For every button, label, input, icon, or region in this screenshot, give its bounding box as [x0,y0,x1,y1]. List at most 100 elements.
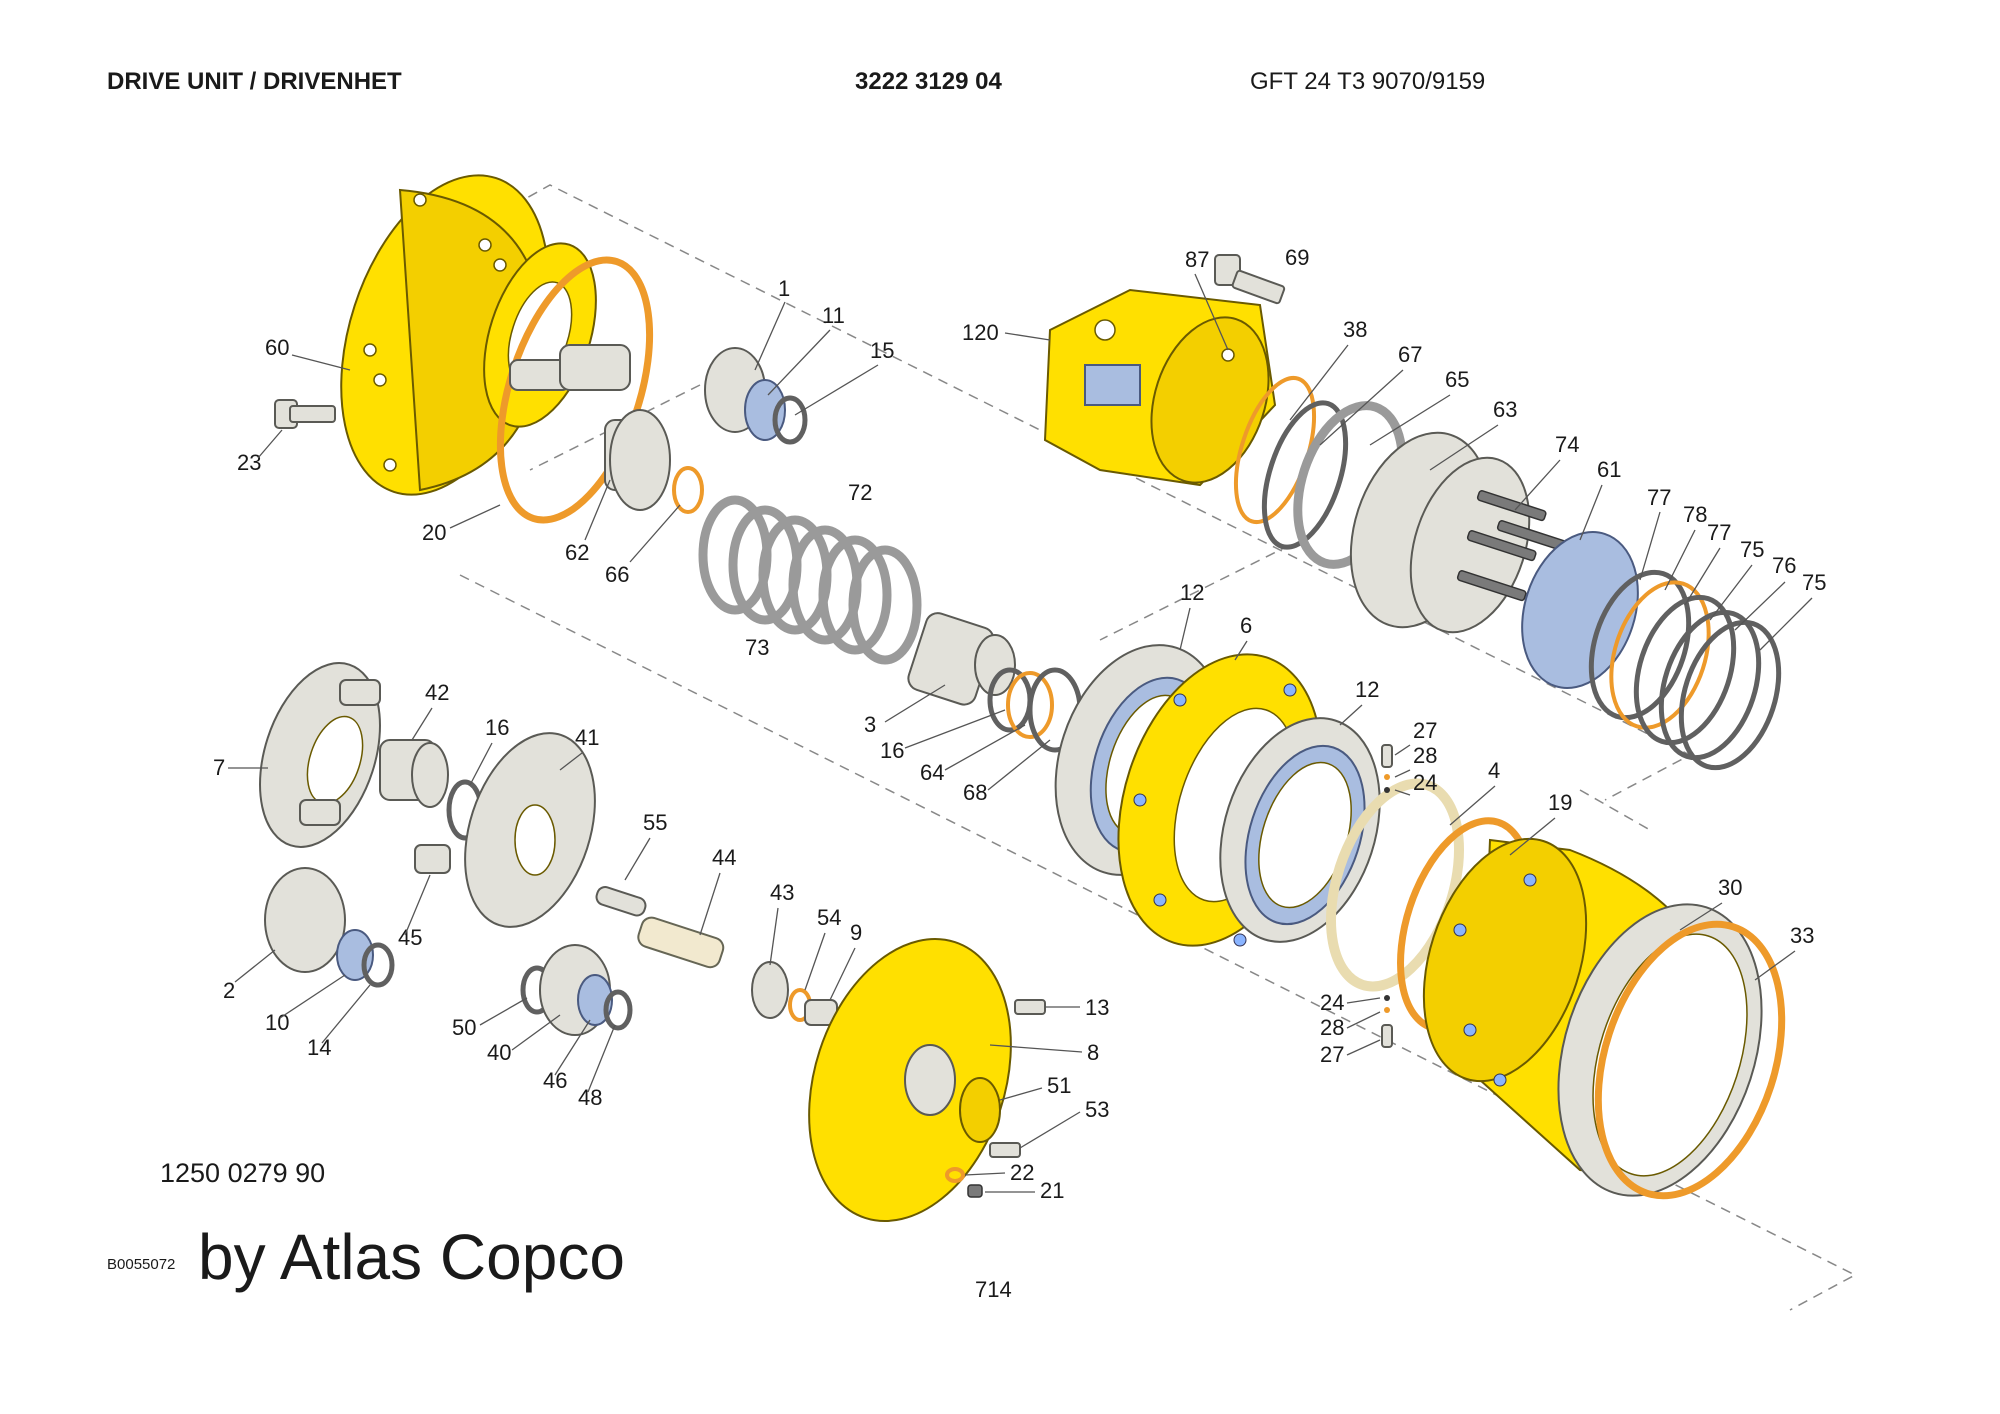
callout: 41 [575,725,599,750]
document-title: DRIVE UNIT / DRIVENHET [107,68,402,95]
callout: 27 [1320,1042,1344,1067]
part-45-sleeve [414,844,451,874]
callout: 1 [778,276,790,301]
callout: 33 [1790,923,1814,948]
callout: 73 [745,635,769,660]
callout: 48 [578,1085,602,1110]
part-69-bolt [1214,254,1286,305]
part-23-bolt [274,399,336,429]
callout: 15 [870,338,894,363]
callout: 75 [1802,570,1826,595]
callout: 12 [1180,580,1204,605]
callout: 21 [1040,1178,1064,1203]
callout: 12 [1355,677,1379,702]
part-64-ring [1006,671,1054,739]
callout: 61 [1597,457,1621,482]
callout: 77 [1707,520,1731,545]
callout: 3 [864,712,876,737]
callout: 22 [1010,1160,1034,1185]
part-61-seal [1521,531,1639,689]
callout: 60 [265,335,289,360]
callout: 20 [422,520,446,545]
callout: 30 [1718,875,1742,900]
part-74-springs [1456,490,1567,602]
callout: 6 [1240,613,1252,638]
part-75-78-ring-set [1588,569,1782,771]
part-13-screw [1014,999,1046,1015]
callout: 9 [850,920,862,945]
callout: 16 [485,715,509,740]
part-66-ring [672,466,704,514]
callout: 78 [1683,502,1707,527]
part-27-28-24-pins [1381,744,1393,1048]
part-14-circlip [361,942,395,988]
part-67-circlip [1261,400,1349,550]
part-7-planet-carrier [259,662,381,848]
part-2-planet-gear [264,867,346,973]
part-44-shaft [637,916,725,969]
callout: 46 [543,1068,567,1093]
part-120-hydraulic-motor [1043,288,1277,487]
callout: 14 [307,1035,331,1060]
part-8-cover [808,938,1012,1222]
part-72-73-disc-pack [698,495,922,665]
part-60-hub-housing [340,174,597,496]
callout: 53 [1085,1097,1109,1122]
part-42-gear [379,739,449,808]
part-43-gear [751,961,789,1019]
callout: 23 [237,450,261,475]
callout: 28 [1413,743,1437,768]
model-designation: GFT 24 T3 9070/9159 [1250,68,1486,95]
callout: 7 [213,755,225,780]
callout: 55 [643,810,667,835]
callout: 120 [962,320,999,345]
callout: 54 [817,905,841,930]
callout: 77 [1647,485,1671,510]
callout: 50 [452,1015,476,1040]
part-3-spline-shaft [907,612,1016,706]
callout: 19 [1548,790,1572,815]
callout: 67 [1398,342,1422,367]
callout: 43 [770,880,794,905]
callout: 24 [1320,990,1344,1015]
part-15-circlip [772,395,808,445]
callout: 51 [1047,1073,1071,1098]
document-id: 1250 0279 90 [160,1158,326,1188]
part-22-washer [945,1167,965,1183]
callout: 28 [1320,1015,1344,1040]
part-41-planet-carrier-plate [464,732,596,928]
part-33-o-ring [1594,920,1786,1200]
callout: 2 [223,978,235,1003]
callout: 64 [920,760,944,785]
part-51-cover-plate [959,1077,1001,1143]
callout: 87 [1185,247,1209,272]
callout: 8 [1087,1040,1099,1065]
part-callouts: 1 11 15 60 23 20 62 66 72 73 87 69 120 3… [213,245,1826,1203]
page-number: 714 [975,1277,1012,1302]
part-53-screw [989,1142,1021,1158]
callout: 72 [848,480,872,505]
callout: 16 [880,738,904,763]
callout: 66 [605,562,629,587]
callout: 63 [1493,397,1517,422]
callout: 45 [398,925,422,950]
part-55-spring [595,886,647,917]
callout: 69 [1285,245,1309,270]
callout: 11 [822,303,845,328]
part-48-circlip [603,989,633,1031]
part-30-drum-housing [1422,837,1763,1197]
callout: 38 [1343,317,1367,342]
callout: 27 [1413,718,1437,743]
brand-text: by Atlas Copco [198,1221,625,1293]
callout: 42 [425,680,449,705]
part-46-bearing [577,974,613,1026]
callout: 76 [1772,553,1796,578]
callout: 24 [1413,770,1437,795]
callout: 65 [1445,367,1469,392]
callout: 44 [712,845,736,870]
part-21-plug [967,1184,983,1198]
callout: 62 [565,540,589,565]
callout: 74 [1555,432,1579,457]
callout: 68 [963,780,987,805]
